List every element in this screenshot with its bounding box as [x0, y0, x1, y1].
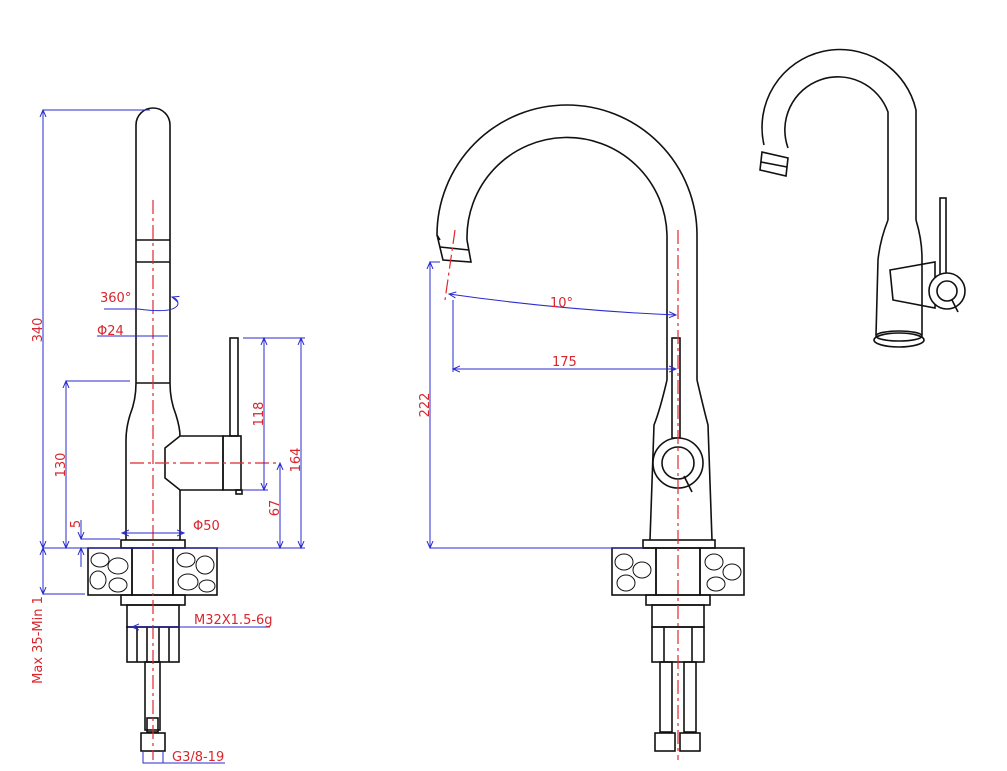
dim-rotation: 360°	[100, 291, 131, 306]
dim-hose-connection: G3/8-19	[172, 750, 224, 765]
dim-spout-diameter: Φ24	[97, 324, 124, 339]
dim-thread: M32X1.5-6g	[194, 613, 273, 628]
dim-base-diameter: Φ50	[193, 519, 220, 534]
dim-total-height: 340	[31, 318, 46, 343]
dim-flange-height: 5	[69, 520, 84, 528]
countertop-front	[611, 547, 745, 596]
perspective-view	[759, 48, 966, 348]
dim-spout-reach: 175	[552, 355, 577, 370]
base	[873, 332, 925, 348]
gooseneck-spout	[436, 104, 698, 380]
lever	[229, 337, 239, 437]
body	[649, 379, 713, 541]
spout-tube	[135, 107, 171, 383]
lever	[671, 337, 681, 439]
dim-lever-top-height: 164	[289, 448, 304, 473]
dim-lever-length: 118	[252, 402, 267, 427]
dim-spout-height: 222	[418, 393, 433, 418]
dim-countertop-thickness: Max 35-Min 1	[31, 596, 46, 684]
side-view: 340 360° Φ24 130 5 Φ50 118 164 67 Max 35…	[31, 107, 305, 765]
front-view: 222 10° 175	[418, 104, 745, 760]
dim-handle-center-height: 67	[268, 500, 283, 517]
lever	[939, 197, 947, 277]
gooseneck-spout	[761, 48, 917, 220]
dim-spout-angle: 10°	[550, 296, 573, 311]
handle-knob	[928, 272, 966, 310]
dim-body-height: 130	[54, 453, 69, 478]
